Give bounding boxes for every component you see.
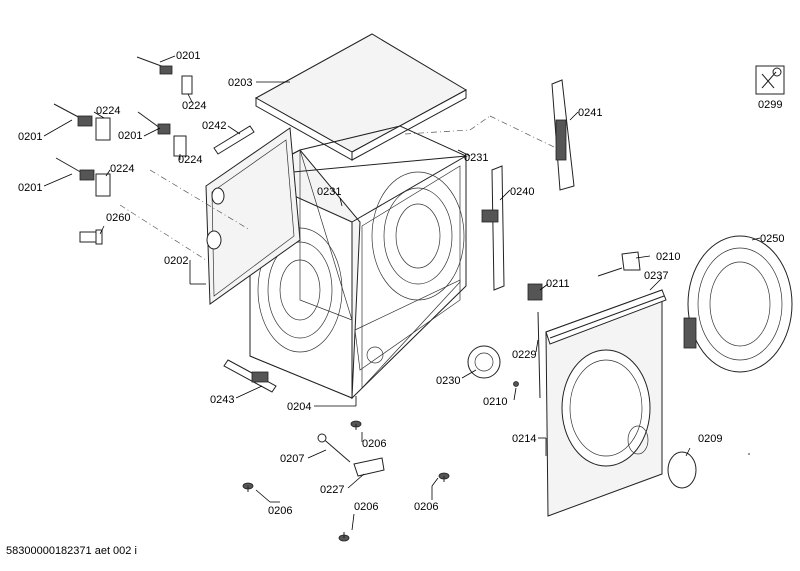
label-0201: 0201	[176, 50, 201, 62]
label-0204: 0204	[287, 401, 312, 413]
label-0206: 0206	[414, 501, 439, 513]
label-0206: 0206	[268, 505, 293, 517]
label-0207: 0207	[280, 453, 305, 465]
label-0231: 0231	[464, 152, 489, 164]
rail-parts	[481, 79, 575, 291]
label-0203: 0203	[228, 77, 253, 89]
label-0230: 0230	[436, 375, 461, 387]
label-0224: 0224	[182, 100, 207, 112]
strip-part-0242	[213, 125, 255, 155]
label-0250: 0250	[760, 233, 785, 245]
label-0210: 0210	[483, 396, 508, 408]
label-0202: 0202	[164, 255, 189, 267]
label-0209: 0209	[698, 433, 723, 445]
label-0224: 0224	[110, 163, 135, 175]
door-part	[683, 235, 793, 373]
label-0206: 0206	[354, 501, 379, 513]
label-0201: 0201	[18, 182, 43, 194]
label-0224: 0224	[178, 154, 203, 166]
label-0201: 0201	[18, 131, 43, 143]
bottom-parts	[223, 359, 450, 542]
label-0227: 0227	[320, 484, 345, 496]
leader-lines	[43, 55, 761, 531]
label-0260: 0260	[106, 212, 131, 224]
document-id-footer: 58300000182371 aet 002 i	[6, 545, 137, 557]
assembly-guide-lines	[119, 115, 557, 261]
label-0242: 0242	[202, 120, 227, 132]
top-cover-part	[254, 33, 468, 161]
label-0201: 0201	[118, 130, 143, 142]
label-0240: 0240	[510, 186, 535, 198]
label-0243: 0243	[210, 394, 235, 406]
front-panel-part	[545, 289, 667, 517]
label-0211: 0211	[546, 278, 570, 290]
label-0237: 0237	[644, 270, 669, 282]
label-0241: 0241	[578, 107, 603, 119]
label-0299: 0299	[758, 99, 783, 111]
label-0214: 0214	[512, 433, 537, 445]
wrench-screwdriver-icon	[755, 65, 785, 95]
label-0231: 0231	[317, 186, 342, 198]
label-0210: 0210	[656, 251, 681, 263]
service-flap-part	[667, 451, 697, 489]
rear-panel-part	[205, 127, 301, 305]
hinge-bolt-parts	[53, 56, 193, 245]
label-0206: 0206	[362, 438, 387, 450]
label-0224: 0224	[96, 105, 121, 117]
label-0229: 0229	[512, 349, 537, 361]
